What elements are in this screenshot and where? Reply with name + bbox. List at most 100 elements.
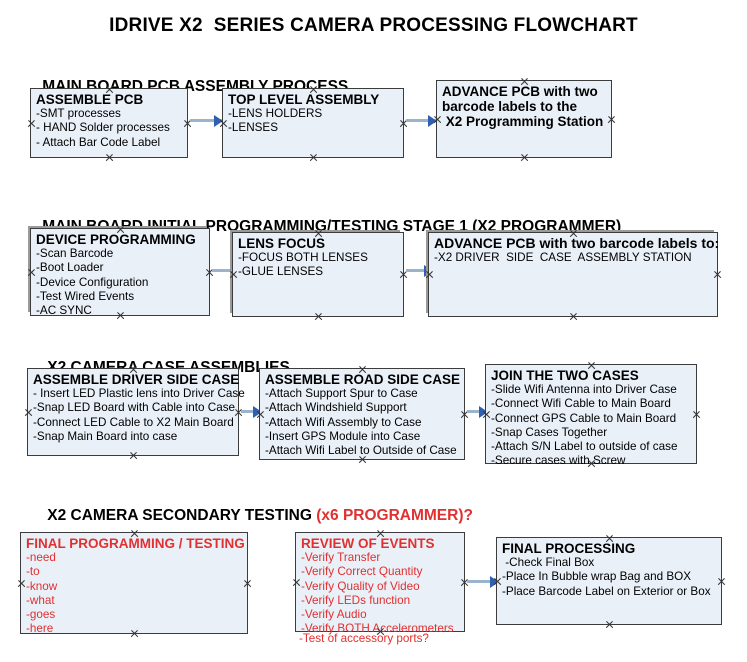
connection-handle-top[interactable] bbox=[376, 529, 385, 538]
connection-handle-bottom[interactable] bbox=[605, 620, 614, 629]
connection-handle-left[interactable] bbox=[425, 270, 434, 279]
node-line: - Insert LED Plastic lens into Driver Ca… bbox=[33, 387, 245, 400]
node-title-cont: barcode labels to the bbox=[442, 99, 578, 114]
node-line: -Attach Support Spur to Case bbox=[265, 387, 418, 400]
node-title: FINAL PROCESSING bbox=[502, 541, 636, 556]
node-line: -what bbox=[26, 593, 55, 607]
node-line: -FOCUS BOTH LENSES bbox=[238, 251, 368, 264]
node-line: -Boot Loader bbox=[36, 261, 104, 275]
connection-handle-left[interactable] bbox=[256, 410, 265, 419]
connection-handle-bottom[interactable] bbox=[129, 451, 138, 460]
node-final-programming-testing[interactable]: FINAL PROGRAMMING / TESTING -need -to -k… bbox=[17, 529, 248, 635]
connection-handle-top[interactable] bbox=[116, 225, 125, 234]
node-line: -Connect GPS Cable to Main Board bbox=[491, 411, 677, 425]
node-assemble-driver-side-case[interactable]: ASSEMBLE DRIVER SIDE CASE - Insert LED P… bbox=[24, 365, 245, 456]
node-title-cont: X2 Programming Station bbox=[442, 114, 604, 129]
connection-handle-left[interactable] bbox=[24, 408, 33, 417]
node-title: ASSEMBLE ROAD SIDE CASE bbox=[265, 372, 461, 387]
connection-handle-bottom[interactable] bbox=[358, 455, 367, 464]
connection-handle-top[interactable] bbox=[314, 229, 323, 238]
node-line: -Check Final Box bbox=[502, 556, 595, 569]
node-line: -Place In Bubble wrap Bag and BOX bbox=[502, 570, 692, 584]
node-line: -goes bbox=[26, 608, 56, 622]
node-lens-focus[interactable]: LENS FOCUS -FOCUS BOTH LENSES -GLUE LENS… bbox=[232, 232, 404, 317]
connection-handle-bottom[interactable] bbox=[130, 629, 139, 638]
connection-handle-bottom[interactable] bbox=[520, 153, 529, 162]
node-line: -Verify Quality of Video bbox=[301, 579, 420, 593]
connector-lens-focus-to-advance-pcb-driver bbox=[406, 269, 432, 272]
connection-handle-left[interactable] bbox=[493, 577, 502, 586]
node-advance-pcb-driver-side[interactable]: ADVANCE PCB with two barcode labels to: … bbox=[425, 229, 720, 317]
connection-handle-right[interactable] bbox=[717, 577, 726, 586]
connection-handle-bottom[interactable] bbox=[314, 312, 323, 321]
connection-handle-right[interactable] bbox=[713, 270, 722, 279]
connection-handle-top[interactable] bbox=[605, 534, 614, 543]
node-line: -know bbox=[26, 579, 58, 593]
connection-handle-bottom[interactable] bbox=[587, 459, 596, 468]
connection-handle-bottom[interactable] bbox=[376, 627, 385, 636]
node-line: -LENSES bbox=[228, 121, 279, 135]
node-line-overflow: -Test of accessory ports? bbox=[299, 631, 429, 645]
node-line: -Attach Wifi Label to Outside of Case bbox=[265, 444, 457, 458]
node-line: -AC SYNC bbox=[36, 304, 92, 318]
connection-handle-bottom[interactable] bbox=[116, 311, 125, 320]
section-heading-text: X2 CAMERA SECONDARY TESTING bbox=[47, 507, 317, 524]
connection-handle-left[interactable] bbox=[17, 579, 26, 588]
node-line: -Snap Main Board into case bbox=[33, 429, 178, 443]
connection-handle-left[interactable] bbox=[219, 119, 228, 128]
node-line: -Verify Transfer bbox=[301, 551, 381, 564]
node-line: -Verify LEDs function bbox=[301, 593, 411, 607]
section-heading-secondary-testing: X2 CAMERA SECONDARY TESTING (x6 PROGRAMM… bbox=[30, 489, 473, 543]
connection-handle-top[interactable] bbox=[129, 365, 138, 374]
node-line: -Device Configuration bbox=[36, 275, 149, 289]
connection-handle-bottom[interactable] bbox=[105, 153, 114, 162]
connection-handle-top[interactable] bbox=[309, 85, 318, 94]
node-line: -Test Wired Events bbox=[36, 289, 135, 303]
node-line: -Scan Barcode bbox=[36, 247, 114, 260]
connection-handle-left[interactable] bbox=[292, 578, 301, 587]
node-line: -need bbox=[26, 551, 56, 564]
connection-handle-top[interactable] bbox=[587, 361, 596, 370]
connection-handle-top[interactable] bbox=[105, 85, 114, 94]
node-advance-pcb-programming-station[interactable]: ADVANCE PCB with two barcode labels to t… bbox=[436, 80, 612, 158]
connection-handle-top[interactable] bbox=[520, 77, 529, 86]
node-top-level-assembly[interactable]: TOP LEVEL ASSEMBLY -LENS HOLDERS -LENSES bbox=[222, 88, 404, 158]
connection-handle-left[interactable] bbox=[27, 268, 36, 277]
node-line: -Connect Wifi Cable to Main Board bbox=[491, 397, 671, 411]
connection-handle-top[interactable] bbox=[358, 365, 367, 374]
connection-handle-left[interactable] bbox=[229, 270, 238, 279]
node-title: JOIN THE TWO CASES bbox=[491, 368, 639, 383]
connector-assemble-pcb-to-top-level bbox=[190, 119, 222, 122]
node-title: DEVICE PROGRAMMING bbox=[36, 232, 196, 247]
node-line: -to bbox=[26, 565, 40, 579]
node-line: -Insert GPS Module into Case bbox=[265, 429, 421, 443]
node-line: -Connect LED Cable to X2 Main Board bbox=[33, 415, 234, 429]
connection-handle-top[interactable] bbox=[569, 229, 578, 238]
node-line: -Slide Wifi Antenna into Driver Case bbox=[491, 383, 677, 396]
node-line: -GLUE LENSES bbox=[238, 265, 324, 279]
node-title: ADVANCE PCB with two barcode labels to: bbox=[434, 235, 720, 251]
node-device-programming[interactable]: DEVICE PROGRAMMING -Scan Barcode -Boot L… bbox=[27, 225, 210, 318]
connection-handle-right[interactable] bbox=[692, 410, 701, 419]
connection-handle-left[interactable] bbox=[27, 119, 36, 128]
connection-handle-bottom[interactable] bbox=[309, 153, 318, 162]
connection-handle-left[interactable] bbox=[482, 410, 491, 419]
connection-handle-top[interactable] bbox=[130, 529, 139, 538]
connection-handle-right[interactable] bbox=[607, 115, 616, 124]
connection-handle-bottom[interactable] bbox=[569, 312, 578, 321]
node-title: FINAL PROGRAMMING / TESTING bbox=[26, 536, 245, 551]
node-title: TOP LEVEL ASSEMBLY bbox=[228, 92, 380, 107]
node-line: -LENS HOLDERS bbox=[228, 107, 323, 120]
node-line: -X2 DRIVER SIDE CASE ASSEMBLY STATION bbox=[434, 251, 692, 264]
node-assemble-pcb[interactable]: ASSEMBLE PCB -SMT processes - HAND Solde… bbox=[30, 88, 188, 158]
node-final-processing[interactable]: FINAL PROCESSING -Check Final Box -Place… bbox=[496, 537, 722, 625]
node-title: REVIEW OF EVENTS bbox=[301, 536, 435, 551]
node-join-the-two-cases[interactable]: JOIN THE TWO CASES -Slide Wifi Antenna i… bbox=[482, 361, 697, 467]
connector-driver-case-to-road-case bbox=[241, 410, 261, 413]
connection-handle-right[interactable] bbox=[243, 579, 252, 588]
node-assemble-road-side-case[interactable]: ASSEMBLE ROAD SIDE CASE -Attach Support … bbox=[259, 368, 465, 460]
node-review-of-events[interactable]: REVIEW OF EVENTS -Verify Transfer -Verif… bbox=[292, 529, 465, 645]
connection-handle-left[interactable] bbox=[433, 115, 442, 124]
node-line: -Attach S/N Label to outside of case bbox=[491, 440, 678, 454]
